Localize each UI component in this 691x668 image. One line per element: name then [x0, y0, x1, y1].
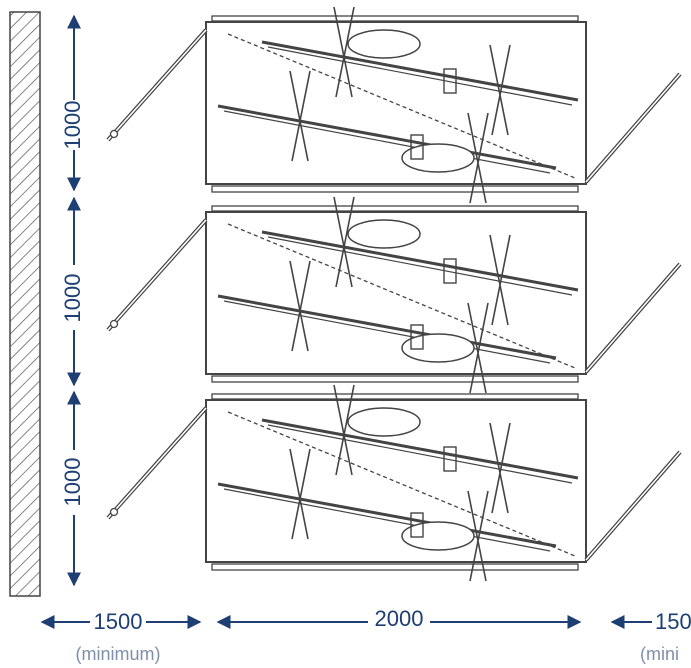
- bike-wheel-line: [223, 110, 551, 174]
- bike-wheel-line: [267, 236, 573, 296]
- rack-tiers: [106, 6, 682, 582]
- rack-top-rail: [211, 393, 579, 400]
- bike-saddle: [401, 143, 475, 173]
- bike-saddle: [347, 219, 421, 249]
- bike-fork: [489, 44, 511, 136]
- bike-handlebar: [333, 6, 355, 98]
- bike-handlebar: [289, 260, 311, 352]
- left-pivot-pin: [109, 129, 119, 139]
- rack-tier: [106, 384, 682, 582]
- left-pivot-arm-inner: [107, 407, 207, 519]
- bike-fork: [467, 302, 489, 394]
- bike-handlebar: [333, 196, 355, 288]
- bike-wheel-line: [223, 488, 551, 552]
- hdim-middle-label: 2000: [375, 606, 424, 631]
- left-pivot-pin: [109, 507, 119, 517]
- bike-frame: [217, 482, 557, 548]
- bike-frame: [261, 40, 579, 102]
- bike-wheel-line: [267, 424, 573, 484]
- rack-bottom-rail: [211, 375, 579, 383]
- bike-handlebar: [289, 448, 311, 540]
- wall-hatched: [9, 11, 41, 597]
- left-pivot-arm-inner: [107, 219, 207, 331]
- bike-frame: [217, 294, 557, 360]
- left-pivot-arm-inner: [107, 29, 207, 141]
- right-pivot-arm-inner: [585, 451, 681, 561]
- rack-top-rail: [211, 15, 579, 22]
- bike-saddle: [401, 521, 475, 551]
- bike-fork: [467, 490, 489, 582]
- bike-pedal: [410, 134, 424, 160]
- note-minimum-right: (mini: [640, 644, 679, 664]
- bike-frame: [261, 418, 579, 480]
- bike-wheel-line: [267, 46, 573, 106]
- bike-fork: [489, 422, 511, 514]
- bike-fork: [467, 112, 489, 204]
- bike-pedal: [410, 512, 424, 538]
- rack-bottom-rail: [211, 563, 579, 571]
- bike-frame: [217, 104, 557, 170]
- bike-pedal: [443, 446, 457, 472]
- bike-frame: [261, 230, 579, 292]
- bike-saddle: [401, 333, 475, 363]
- vdim-label-3: 1000: [60, 458, 85, 507]
- vdim-label-1: 1000: [60, 101, 85, 150]
- note-minimum-left: (minimum): [76, 644, 161, 664]
- right-pivot-arm-inner: [585, 73, 681, 183]
- bike-pedal: [410, 324, 424, 350]
- hdim-left-label: 1500: [94, 609, 143, 634]
- rack-top-rail: [211, 205, 579, 212]
- bike-saddle: [347, 29, 421, 59]
- bike-pedal: [443, 68, 457, 94]
- bike-handlebar: [289, 70, 311, 162]
- rack-tier: [106, 196, 682, 394]
- bike-saddle: [347, 407, 421, 437]
- rack-bottom-rail: [211, 185, 579, 193]
- bike-pedal: [443, 258, 457, 284]
- right-pivot-arm-inner: [585, 263, 681, 373]
- bike-wheel-line: [223, 300, 551, 364]
- vdim-label-2: 1000: [60, 274, 85, 323]
- left-pivot-pin: [109, 319, 119, 329]
- bike-handlebar: [333, 384, 355, 476]
- bike-fork: [489, 234, 511, 326]
- rack-tier: [106, 6, 682, 204]
- hdim-right-label: 150: [655, 609, 691, 634]
